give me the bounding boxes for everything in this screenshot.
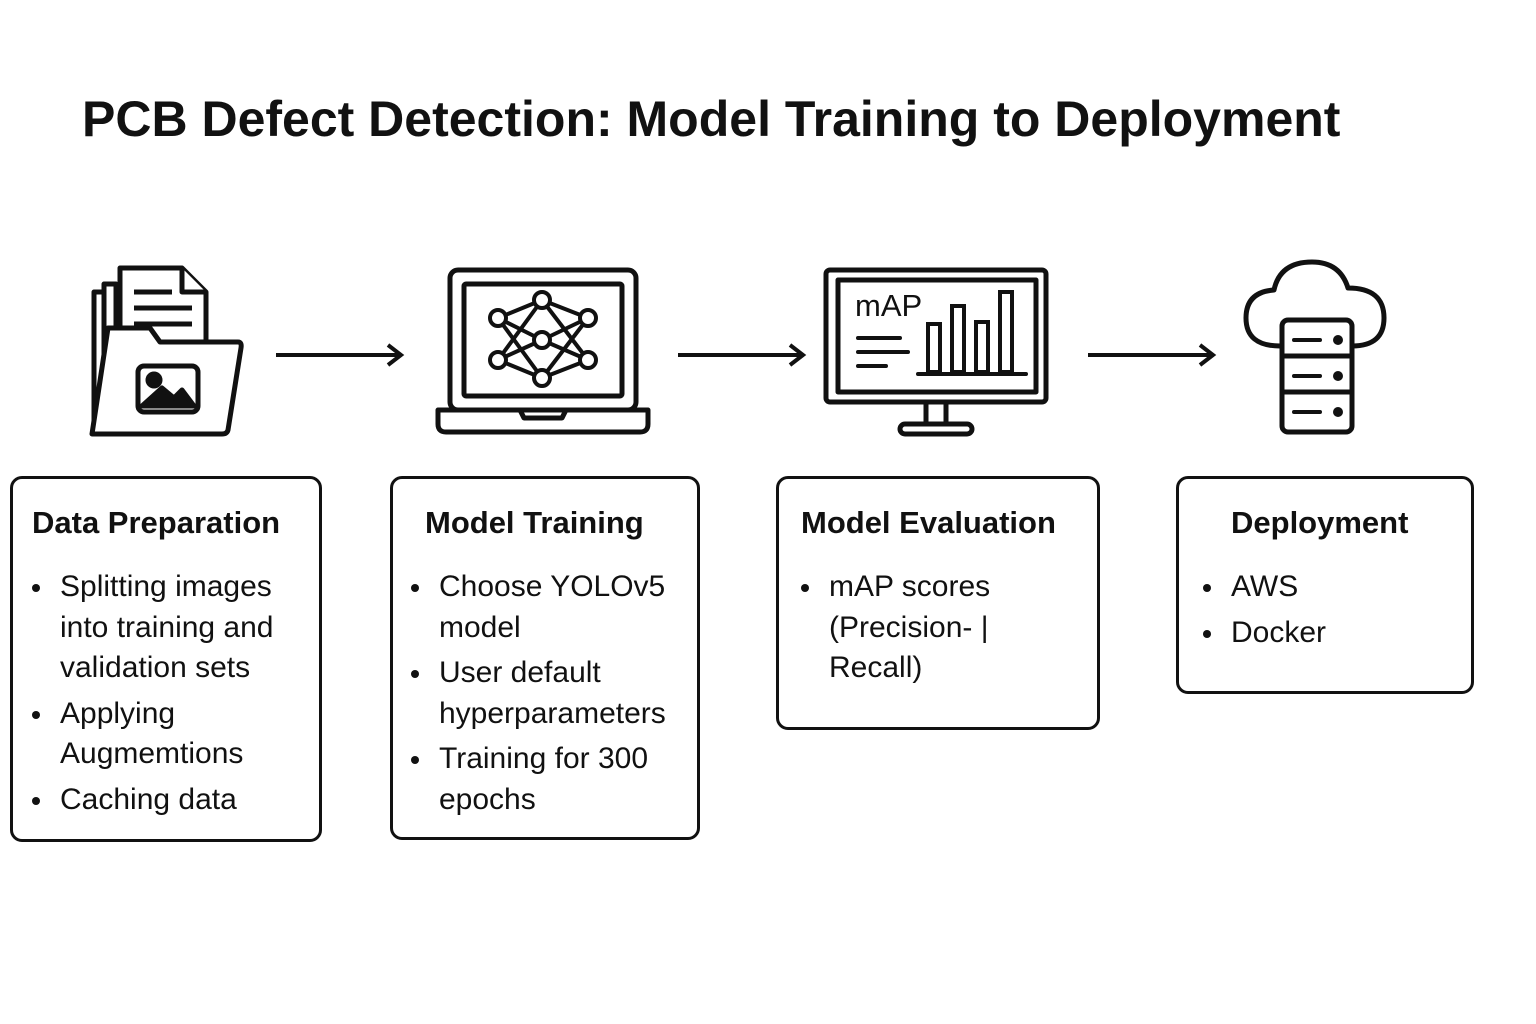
step-list: AWS Docker [1203,567,1453,658]
list-item: Splitting images into training and valid… [32,567,310,689]
list-item: Choose YOLOv5 model [411,567,699,648]
step-title: Model Training [425,505,644,540]
step-title: Deployment [1231,505,1409,540]
folder-documents-image-icon [89,265,244,437]
arrow-right-icon [678,343,807,367]
cloud-server-icon [1243,259,1387,435]
monitor-label: mAP [855,288,923,323]
list-item: Docker [1203,613,1453,654]
arrow-right-icon [276,343,405,367]
step-list: mAP scores (Precision- | Recall) [801,567,1015,694]
step-card-model-evaluation: Model Evaluation mAP scores (Precision- … [776,476,1100,730]
arrow-right-icon [1088,343,1217,367]
list-item: AWS [1203,567,1453,608]
diagram-title: PCB Defect Detection: Model Training to … [82,91,1341,147]
list-item: Training for 300 epochs [411,739,699,820]
step-card-model-training: Model Training Choose YOLOv5 model User … [390,476,700,840]
step-card-deployment: Deployment AWS Docker [1176,476,1474,694]
list-item: Caching data [32,780,310,821]
step-list: Choose YOLOv5 model User default hyperpa… [411,567,699,825]
step-card-data-preparation: Data Preparation Splitting images into t… [10,476,322,842]
list-item: mAP scores (Precision- | Recall) [801,567,1015,689]
laptop-neural-network-icon [435,267,651,435]
step-title: Model Evaluation [801,505,1056,540]
list-item: Applying Augmemtions [32,694,310,775]
monitor-bar-chart-icon: mAP [822,266,1052,438]
list-item: User default hyperparameters [411,653,699,734]
step-title: Data Preparation [32,505,281,540]
step-list: Splitting images into training and valid… [32,567,310,825]
